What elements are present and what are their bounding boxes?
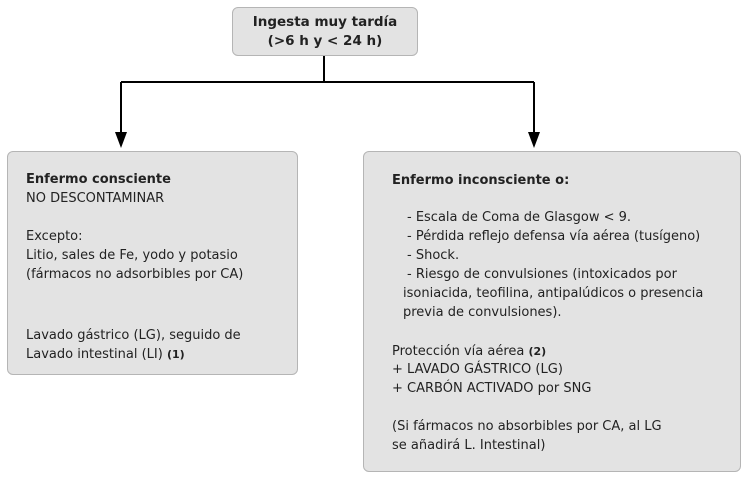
criterion: isoniacida, teofilina, antipalúdicos o p… <box>403 286 704 301</box>
except-1: Litio, sales de Fe, yodo y potasio <box>26 248 238 263</box>
arrow-right-icon <box>528 132 540 148</box>
top-subtitle: (>6 h y < 24 h) <box>267 33 383 49</box>
ingesta-box: Ingesta muy tardía (>6 h y < 24 h) <box>232 7 418 56</box>
criterion: - Riesgo de convulsiones (intoxicados po… <box>407 267 677 282</box>
except-2: (fármacos no adsorbibles por CA) <box>26 267 244 282</box>
lavado-gastrico: + LAVADO GÁSTRICO (LG) <box>392 362 563 377</box>
result-2: Lavado intestinal (LI) (1) <box>26 347 185 362</box>
proteccion: Protección vía aérea (2) <box>392 344 547 359</box>
inconsciente-box <box>363 151 741 472</box>
note-2: se añadirá L. Intestinal) <box>392 438 546 453</box>
carbon-activado: + CARBÓN ACTIVADO por SNG <box>392 381 592 396</box>
arrow-left-icon <box>115 132 127 148</box>
consciente-line: NO DESCONTAMINAR <box>26 191 165 206</box>
criterion: - Shock. <box>407 248 460 263</box>
consciente-title: Enfermo consciente <box>26 172 171 187</box>
criterion: previa de convulsiones). <box>403 305 562 320</box>
result-1: Lavado gástrico (LG), seguido de <box>26 328 241 343</box>
except-label: Excepto: <box>26 229 83 244</box>
criterion: - Escala de Coma de Glasgow < 9. <box>407 210 632 225</box>
criterion: - Pérdida reflejo defensa vía aérea (tus… <box>407 229 701 244</box>
top-title: Ingesta muy tardía <box>252 14 398 30</box>
consciente-box <box>7 151 298 375</box>
inconsciente-title: Enfermo inconsciente o: <box>392 173 570 188</box>
note-1: (Si fármacos no absorbibles por CA, al L… <box>392 419 662 434</box>
